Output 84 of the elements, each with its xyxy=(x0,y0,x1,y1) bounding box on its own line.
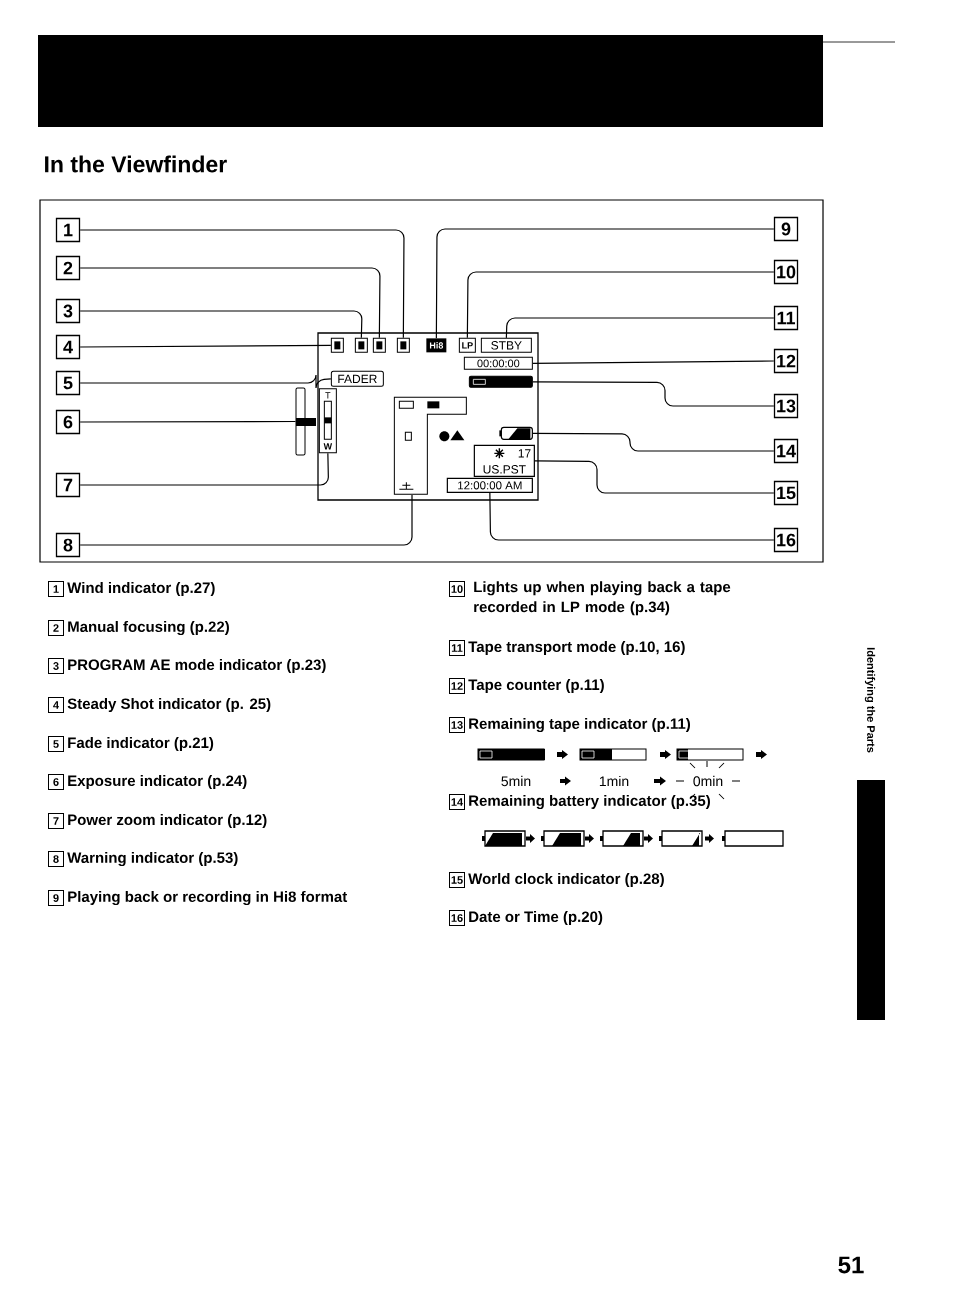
leader-line xyxy=(79,344,332,348)
leader-line xyxy=(534,460,775,494)
callout-number: 16 xyxy=(773,527,799,553)
callout-number: 12 xyxy=(773,348,799,374)
item-number: 4 xyxy=(48,697,64,713)
leader-line xyxy=(489,492,775,541)
item-description: Lights up when playing back a tape recorded in LP mode (p.34) xyxy=(474,581,731,616)
section-tab: Identifying the Parts xyxy=(857,647,885,1020)
counter-display: 00:00:00 xyxy=(463,356,533,370)
item-number: 10 xyxy=(449,581,465,597)
leader-line xyxy=(79,494,413,546)
item-number: 11 xyxy=(449,640,465,656)
indicator-value: 0min xyxy=(693,775,723,787)
callout-number: 15 xyxy=(773,480,799,506)
item-number: 1 xyxy=(48,581,64,597)
indicator-value: 1min xyxy=(599,775,629,787)
item-description: Remaining battery indicator (p.35) xyxy=(469,795,710,810)
item-number: 2 xyxy=(48,620,64,636)
callout-number: 9 xyxy=(773,216,799,242)
item-description: Steady Shot indicator (p. 25) xyxy=(67,698,271,712)
leader-line xyxy=(79,229,405,339)
leader-line xyxy=(532,381,775,407)
item-description: PROGRAM AE mode indicator (p.23) xyxy=(68,659,326,673)
leader-line xyxy=(79,452,329,486)
callout-number: 13 xyxy=(773,393,799,419)
zoom-bar: T W xyxy=(318,388,337,454)
item-description: Power zoom indicator (p.12) xyxy=(68,814,267,828)
item-number: 8 xyxy=(48,851,64,867)
item-number: 3 xyxy=(48,658,64,674)
item-description: Date or Time (p.20) xyxy=(469,911,603,925)
item-description: Tape transport mode (p.10, 16) xyxy=(468,641,685,655)
callout-number: 7 xyxy=(55,472,81,498)
diagram-title: In the Viewfinder xyxy=(45,155,227,173)
leader-line xyxy=(79,420,297,423)
world-clock-display: 17 US.PST xyxy=(473,444,535,477)
viewfinder-screen xyxy=(317,332,539,501)
callout-number: 3 xyxy=(55,298,81,324)
item-description: Exposure indicator (p.24) xyxy=(68,775,247,789)
callout-number: 10 xyxy=(773,259,799,285)
wind-icon xyxy=(396,337,410,353)
leader-line xyxy=(79,374,332,389)
item-number: 6 xyxy=(48,774,64,790)
steady-shot-icon xyxy=(330,337,344,353)
callout-number: 4 xyxy=(55,334,81,360)
leader-line xyxy=(466,271,775,339)
item-description: Manual focusing (p.22) xyxy=(68,621,229,636)
callout-number: 8 xyxy=(55,532,81,558)
page-number: 51 xyxy=(838,1256,864,1274)
callout-number: 2 xyxy=(55,255,81,281)
item-description: Warning indicator (p.53) xyxy=(67,852,238,867)
callout-number: 14 xyxy=(773,438,799,464)
item-description: World clock indicator (p.28) xyxy=(468,873,664,887)
callout-number: 6 xyxy=(55,409,81,435)
battery-icon xyxy=(499,426,533,440)
item-description: Fade indicator (p.21) xyxy=(68,737,214,751)
item-number: 7 xyxy=(48,813,64,829)
indicator-value: 5min xyxy=(501,775,531,787)
leader-line xyxy=(505,317,775,339)
item-description: Playing back or recording in Hi8 format xyxy=(68,891,348,906)
fader-display: FADER xyxy=(330,370,384,387)
leader-line xyxy=(532,360,775,364)
date-time-display: 12:00:00 AM xyxy=(446,477,533,493)
leader-line xyxy=(79,310,363,339)
item-number: 5 xyxy=(48,736,64,752)
tape-bar xyxy=(468,375,533,388)
item-description: Wind indicator (p.27) xyxy=(67,582,215,596)
item-number: 13 xyxy=(449,717,465,733)
item-number: 16 xyxy=(449,910,465,926)
callout-number: 11 xyxy=(773,305,799,331)
leader-line xyxy=(435,228,775,339)
leader-line xyxy=(532,432,775,452)
item-number: 15 xyxy=(449,872,465,888)
focus-icon xyxy=(372,337,386,353)
item-description: Remaining tape indicator (p.11) xyxy=(469,718,690,733)
item-description: Tape counter (p.11) xyxy=(468,679,604,693)
callout-number: 1 xyxy=(55,217,81,243)
item-number: 9 xyxy=(48,890,64,906)
item-number: 14 xyxy=(449,794,465,810)
leader-line xyxy=(79,267,381,339)
callout-number: 5 xyxy=(55,370,81,396)
program-ae-icon xyxy=(354,337,368,353)
status-display: STBY xyxy=(480,337,532,353)
item-number: 12 xyxy=(449,678,465,694)
exposure-bar xyxy=(295,387,316,456)
